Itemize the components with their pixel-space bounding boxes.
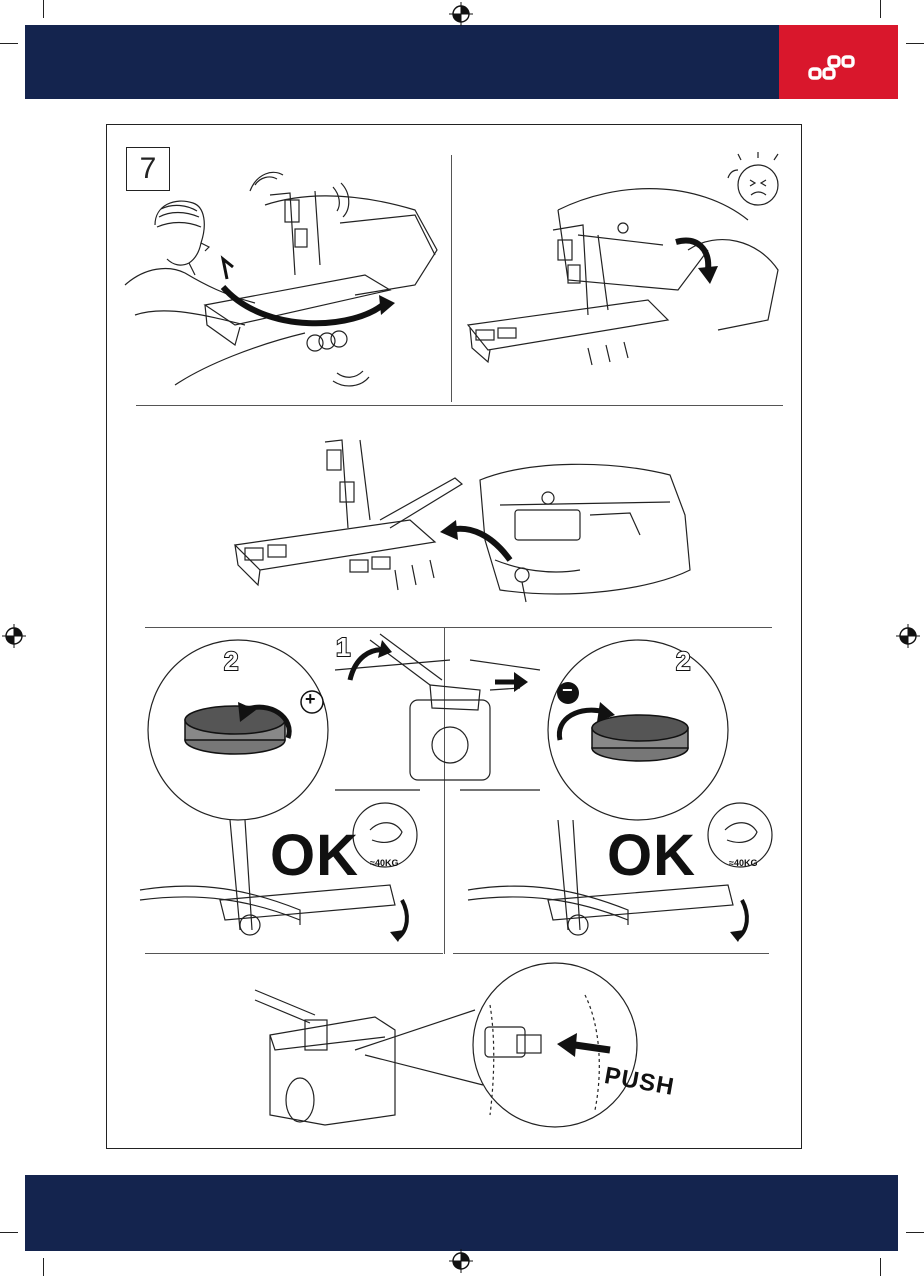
mount-on-towbar-illustration	[230, 420, 700, 620]
crop-mark	[906, 43, 924, 44]
crop-mark	[0, 43, 18, 44]
footer-band	[25, 1175, 898, 1251]
crop-mark	[43, 0, 44, 18]
panel-divider	[145, 627, 772, 628]
panel-divider	[136, 405, 783, 406]
push-release-illustration	[255, 975, 685, 1135]
wobble-check-illustration	[115, 155, 450, 400]
plus-sign: +	[305, 689, 316, 710]
registration-mark-icon	[449, 2, 473, 26]
weight-label-right: ≈40KG	[729, 858, 757, 868]
trunk-collision-illustration	[458, 150, 793, 400]
panel-divider	[145, 953, 443, 954]
minus-sign: −	[562, 680, 573, 701]
ok-label-right: OK	[607, 822, 696, 889]
brand-logo	[779, 25, 898, 99]
ok-label-left: OK	[270, 822, 359, 889]
crop-mark	[906, 1232, 924, 1233]
crop-mark	[43, 1258, 44, 1276]
step-badge-2-left: 2	[224, 646, 238, 677]
crop-mark	[880, 0, 881, 18]
step-badge-2-right: 2	[676, 646, 690, 677]
registration-mark-icon	[449, 1249, 473, 1273]
brand-logo-icon	[779, 25, 898, 99]
registration-mark-icon	[2, 624, 26, 648]
panel-divider	[453, 953, 769, 954]
crop-mark	[880, 1258, 881, 1276]
registration-mark-icon	[896, 624, 920, 648]
step-badge-1: 1	[336, 632, 350, 663]
header-band	[25, 25, 898, 99]
panel-divider	[451, 155, 452, 402]
crop-mark	[0, 1232, 18, 1233]
weight-label-left: ≈40KG	[370, 858, 398, 868]
clamp-adjust-illustration	[160, 630, 730, 820]
